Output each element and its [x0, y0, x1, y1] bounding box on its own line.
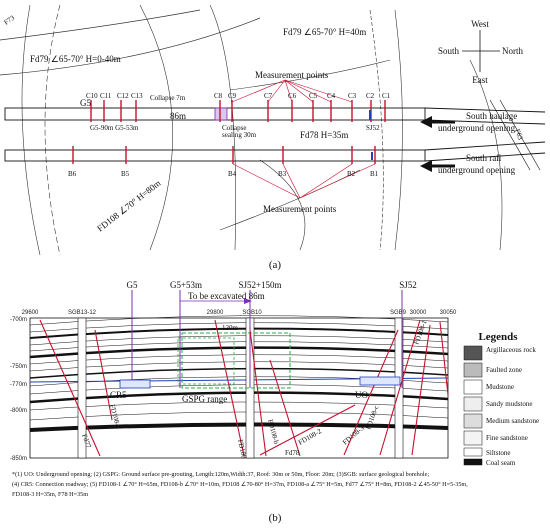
point-b6: B6	[68, 170, 77, 178]
y-tick-750: -750m	[10, 364, 27, 370]
legend-siltstone: Siltstone	[486, 449, 511, 457]
panel-a: West South North East Fd79 ∠65-70° H=40m…	[0, 4, 546, 271]
point-c9: C9	[228, 92, 237, 100]
panel-b-caption: (b)	[269, 512, 282, 524]
bottom-point-marks	[72, 146, 376, 164]
sj52-label: SJ52	[366, 124, 380, 132]
g5-label: G5	[80, 98, 91, 108]
measurement-pointers-top	[231, 79, 353, 103]
fd78-label: Fd78 H=35m	[300, 130, 348, 140]
g5-range-label: G5-90m G5-53m	[90, 124, 139, 132]
panel-a-caption: (a)	[269, 259, 282, 271]
collapse-zone	[214, 107, 228, 121]
south-haulage-label-1: South haulage	[466, 111, 517, 121]
y-tick-850: -850m	[10, 456, 27, 462]
measurement-pointers-bottom	[232, 163, 376, 199]
strata	[29, 315, 449, 432]
point-c3: C3	[348, 92, 357, 100]
point-b5: B5	[121, 170, 130, 178]
g5-top-label: G5	[127, 280, 138, 290]
compass-south: South	[438, 46, 460, 56]
legend-fine-sandstone: Fine sandstone	[486, 434, 528, 442]
f73-label: F73	[3, 14, 17, 27]
y-tick-770: -770m	[10, 382, 27, 388]
purple-lines	[131, 290, 403, 388]
sj52-top-label: SJ52	[399, 280, 417, 290]
dim-120-label: 120m	[222, 324, 239, 332]
point-c10: C10	[86, 92, 98, 100]
legend-mudstone: Mudstone	[486, 383, 514, 391]
point-c12: C12	[117, 92, 129, 100]
south-haulage-label-2: underground opening	[438, 123, 516, 133]
measurement-points-bottom-label: Measurement points	[263, 204, 337, 214]
point-c8: C8	[214, 92, 223, 100]
x-tick-29600: 29600	[22, 310, 39, 316]
compass: West South North East	[438, 19, 524, 85]
south-rail-label-2: underground opening	[438, 165, 516, 175]
point-c7: C7	[264, 92, 273, 100]
y-tick-800: -800m	[10, 408, 27, 414]
compass-west: West	[471, 19, 489, 29]
south-rail-label-1: South rail	[466, 153, 502, 163]
point-c6: C6	[288, 92, 297, 100]
legend-faulted: Faulted zone	[486, 366, 522, 374]
uo-label: UO	[355, 390, 368, 400]
collapse-lower-label: Collapse	[222, 124, 247, 132]
fd108-label: FD108 ∠70° H=80m	[95, 178, 162, 234]
compass-north: North	[502, 46, 523, 56]
sj52-150-label: SJ52+150m	[238, 280, 281, 290]
excavate-label: To be excavated 86m	[188, 291, 265, 301]
dist-86m-label: 86m	[170, 111, 186, 121]
legend: Legends Argillaceous rock Faulted zone M…	[463, 331, 539, 467]
cr5-label: CR5	[110, 390, 127, 400]
top-point-marks	[90, 100, 386, 122]
point-c13: C13	[131, 92, 143, 100]
footnote-2: (4) CR5: Connection roadway; (5) FD108-1…	[12, 481, 468, 488]
uo-opening	[359, 376, 401, 386]
point-b1: B1	[370, 170, 379, 178]
g5-53-label: G5+53m	[170, 280, 202, 290]
point-c1: C1	[382, 92, 391, 100]
point-c2: C2	[366, 92, 375, 100]
x-tick-sgb13: SGB13-12	[68, 310, 97, 316]
point-b2: B2	[347, 170, 356, 178]
fault-fd108: FD108	[236, 439, 248, 460]
x-tick-sgb9: SGB9	[390, 310, 407, 316]
fault-lines	[39, 319, 449, 457]
collapse-sub-label: sealing 30m	[222, 131, 257, 139]
point-c5: C5	[309, 92, 318, 100]
panel-b: G5 G5+53m SJ52+150m SJ52 To be excavated…	[10, 280, 539, 524]
footnote-1: *(1) UO: Underground opening; (2) GSPG: …	[12, 471, 429, 478]
x-tick-29800: 29800	[207, 310, 224, 316]
gspg-box	[181, 332, 291, 389]
legend-coal: Coal seam	[486, 459, 516, 467]
legend-title: Legends	[478, 331, 518, 343]
fd79-right-label: Fd79 ∠65-70° H=40m	[283, 27, 366, 37]
x-tick-sgb10: SGB10	[242, 310, 262, 316]
collapse-top-label: Collapse 7m	[150, 94, 186, 102]
measurement-points-top-label: Measurement points	[255, 70, 329, 80]
f63-label: F63	[513, 128, 524, 141]
legend-sandy-mudstone: Sandy mudstone	[486, 400, 532, 408]
south-rail-tunnel	[4, 149, 426, 162]
point-b3: B3	[278, 170, 287, 178]
footnote-3: FD108-3 H=35m, F78 H=35m	[12, 491, 88, 498]
bottom-point-labels: B6 B5 B4 B3 B2 B1	[68, 170, 379, 178]
cr5-roadway	[119, 379, 151, 389]
fault-fd78: Fd78	[285, 449, 300, 457]
x-tick-30000: 30000	[410, 310, 427, 316]
fd79-left-label: Fd79 ∠65-70° H=0-40m	[30, 54, 121, 64]
y-tick-700: -700m	[10, 317, 27, 323]
point-c4: C4	[327, 92, 336, 100]
top-point-labels: C10 C11 C12 C13 C8 C9 C7 C6 C5 C4 C3 C2 …	[86, 92, 391, 100]
legend-argillaceous: Argillaceous rock	[486, 346, 536, 354]
point-b4: B4	[228, 170, 237, 178]
x-tick-30050: 30050	[440, 310, 457, 316]
gspg-label: GSPG range	[182, 394, 227, 404]
compass-east: East	[472, 75, 488, 85]
point-c11: C11	[100, 92, 112, 100]
legend-medium-sandstone: Medium sandstone	[486, 417, 539, 425]
